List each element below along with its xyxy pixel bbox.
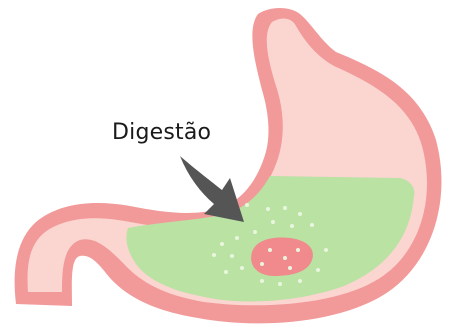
bubble bbox=[296, 248, 300, 252]
bubble bbox=[260, 279, 264, 283]
bubble bbox=[288, 266, 292, 270]
bubble bbox=[253, 230, 257, 234]
curved-arrow-icon bbox=[180, 156, 244, 222]
bubble bbox=[266, 207, 270, 211]
bubble bbox=[220, 242, 224, 246]
bubble bbox=[224, 270, 228, 274]
bubble bbox=[310, 223, 314, 227]
digestion-label: Digestão bbox=[112, 120, 211, 145]
bubble bbox=[283, 206, 287, 210]
bubble bbox=[212, 253, 216, 257]
bubble bbox=[268, 248, 272, 252]
bubble bbox=[235, 236, 239, 240]
bubble bbox=[230, 254, 234, 258]
bubble bbox=[278, 282, 282, 286]
bubble bbox=[298, 279, 302, 283]
bubble bbox=[271, 220, 275, 224]
bubble bbox=[316, 268, 320, 272]
bubble bbox=[298, 212, 302, 216]
bubble bbox=[283, 256, 287, 260]
bubble bbox=[260, 262, 264, 266]
bubble bbox=[240, 266, 244, 270]
bubble bbox=[290, 224, 294, 228]
bubble bbox=[324, 248, 328, 252]
bubble bbox=[245, 203, 249, 207]
